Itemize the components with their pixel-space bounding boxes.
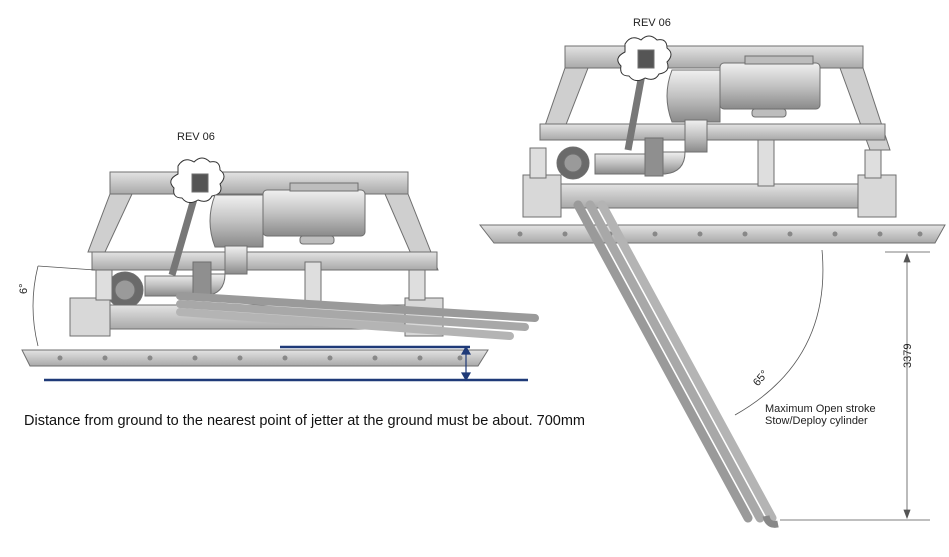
right-height-dimension bbox=[780, 251, 930, 521]
right-end-plate-a bbox=[522, 174, 562, 218]
left-post-c bbox=[408, 269, 426, 301]
right-end-plate-b bbox=[857, 174, 897, 218]
right-vertical-pipe bbox=[684, 119, 708, 153]
right-height-dimension-label: 3379 bbox=[902, 343, 914, 368]
left-jetter-pipe-1 bbox=[176, 292, 539, 322]
right-jetter-pipe-1 bbox=[573, 200, 753, 523]
left-revision-label: REV 06 bbox=[177, 131, 215, 143]
right-jetter-nozzle bbox=[762, 515, 779, 528]
cylinder-note-line1: Maximum Open stroke bbox=[765, 403, 876, 415]
left-clearance-arrow bbox=[460, 345, 472, 382]
left-tilt-angle-label: 6° bbox=[18, 283, 30, 294]
right-jetter-pipe-2 bbox=[585, 200, 765, 523]
right-assembly bbox=[478, 35, 946, 528]
left-motor bbox=[262, 189, 366, 237]
right-post-c bbox=[864, 149, 882, 179]
right-side-frame bbox=[384, 193, 439, 271]
left-valve bbox=[192, 261, 212, 299]
left-mid-beam bbox=[91, 251, 438, 271]
left-post-a bbox=[95, 269, 113, 301]
right-mid-beam bbox=[539, 123, 886, 141]
right-motor bbox=[719, 62, 821, 110]
right-base-plate bbox=[478, 224, 946, 244]
left-base-bolts bbox=[57, 355, 463, 361]
right-small-cylinder bbox=[751, 108, 787, 118]
right-deploy-arc bbox=[734, 249, 824, 416]
right-pivot-bracket bbox=[637, 49, 655, 69]
left-base-plate bbox=[21, 349, 489, 367]
right-post-a bbox=[529, 147, 547, 179]
right-revision-label: REV 06 bbox=[633, 17, 671, 29]
right-post-b bbox=[757, 139, 775, 187]
right-valve bbox=[644, 137, 664, 177]
right-motor-cap bbox=[744, 55, 814, 65]
left-post-b bbox=[304, 261, 322, 303]
left-assembly bbox=[21, 157, 539, 367]
left-end-plate-a bbox=[69, 297, 111, 337]
left-jetter-pipe-3 bbox=[176, 308, 514, 340]
left-pump-housing bbox=[209, 194, 264, 248]
left-small-cylinder bbox=[299, 235, 335, 245]
cylinder-note-line2: Stow/Deploy cylinder bbox=[765, 415, 868, 427]
left-pivot-bracket bbox=[191, 173, 209, 193]
right-pump-housing bbox=[666, 69, 721, 123]
left-side-frame bbox=[87, 193, 133, 253]
right-pipe-elbow bbox=[594, 151, 686, 175]
left-vertical-pipe bbox=[224, 245, 248, 275]
left-jetter-pipe-2 bbox=[176, 300, 529, 331]
left-motor-cap bbox=[289, 182, 359, 192]
ground-clearance-note: Distance from ground to the nearest poin… bbox=[24, 413, 585, 429]
right-jetter-pipe-3 bbox=[597, 200, 777, 523]
left-tilt-dimension bbox=[32, 265, 96, 347]
